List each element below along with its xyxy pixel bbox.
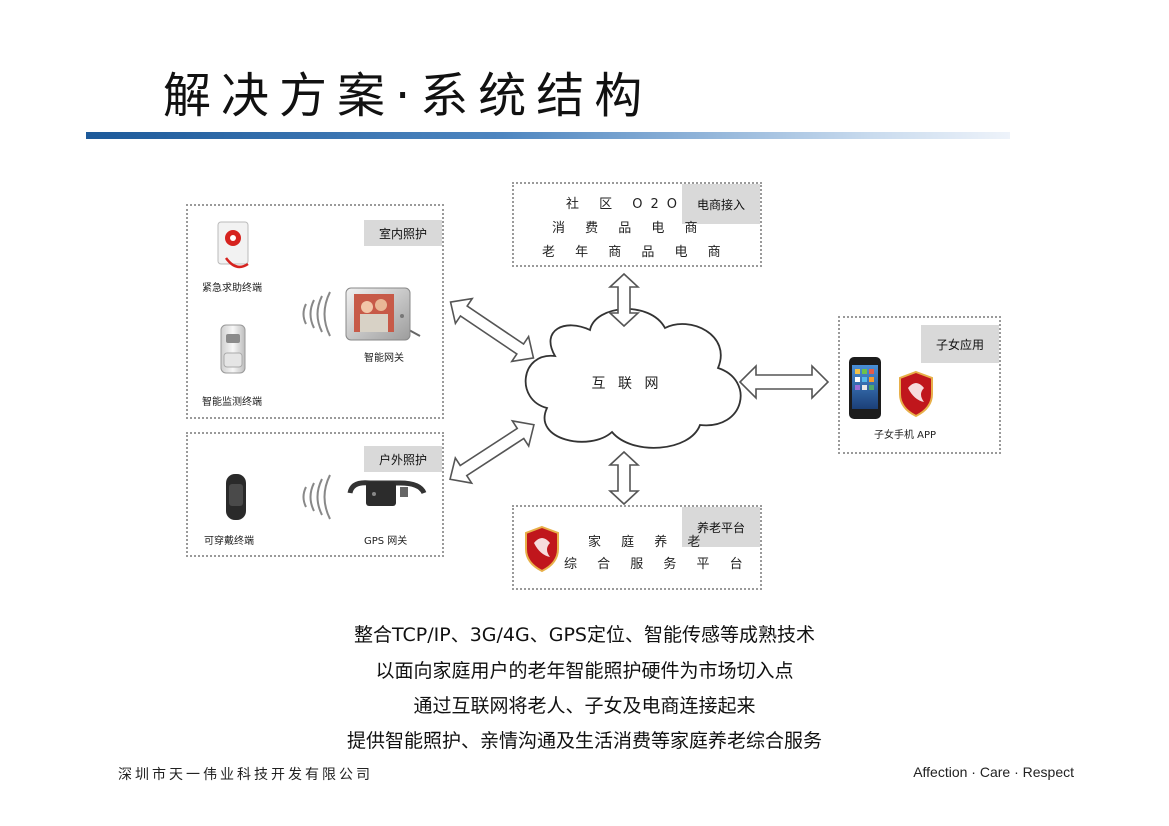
ecommerce-tag: 电商接入 xyxy=(682,184,760,224)
title-underline xyxy=(86,132,1010,139)
summary-line-3: 通过互联网将老人、子女及电商连接起来 xyxy=(413,695,756,717)
arrow-cloud-children xyxy=(738,364,830,400)
page-title: 解决方案·系统结构 xyxy=(163,68,653,124)
internet-label: 互 联 网 xyxy=(592,376,663,392)
platform-box: 养老平台 家 庭 养 老 综 合 服 务 平 台 xyxy=(512,505,762,590)
ecommerce-line-2: 消 费 品 电 商 xyxy=(552,221,706,236)
emergency-terminal-label: 紧急求助终端 xyxy=(202,283,262,294)
outdoor-care-tag: 户外照护 xyxy=(364,446,442,472)
summary-line-2: 以面向家庭用户的老年智能照护硬件为市场切入点 xyxy=(375,660,794,682)
children-app-label: 子女手机 APP xyxy=(874,430,937,441)
wearable-terminal-label: 可穿戴终端 xyxy=(204,536,254,547)
monitor-terminal-label: 智能监测终端 xyxy=(202,397,262,408)
arrow-ecommerce-cloud xyxy=(607,272,641,328)
ecommerce-line-3: 老 年 商 品 电 商 xyxy=(542,245,729,260)
children-app-box: 子女应用 子女手机 APP xyxy=(838,316,1001,454)
platform-line-2: 综 合 服 务 平 台 xyxy=(564,557,751,572)
ecommerce-line-1: 社 区 O2O xyxy=(566,197,686,212)
platform-line-1: 家 庭 养 老 xyxy=(588,535,709,550)
summary-line-4: 提供智能照护、亲情沟通及生活消费等家庭养老综合服务 xyxy=(346,730,822,752)
outdoor-care-box: 户外照护 可穿戴终端 GPS 网关 xyxy=(186,432,444,557)
company-name: 深圳市天一伟业科技开发有限公司 xyxy=(118,767,373,783)
gateway-label: 智能网关 xyxy=(364,353,404,364)
indoor-care-tag: 室内照护 xyxy=(364,220,442,246)
platform-tag: 养老平台 xyxy=(682,507,760,547)
summary-line-1: 整合TCP/IP、3G/4G、GPS定位、智能传感等成熟技术 xyxy=(354,624,815,646)
ecommerce-box: 电商接入 社 区 O2O 消 费 品 电 商 老 年 商 品 电 商 xyxy=(512,182,762,267)
arrow-outdoor-cloud xyxy=(449,419,535,485)
internet-cloud: 互 联 网 xyxy=(524,308,742,449)
arrow-indoor-cloud xyxy=(449,297,535,363)
children-app-tag: 子女应用 xyxy=(921,325,999,363)
arrow-platform-cloud xyxy=(607,450,641,506)
company-slogan: Affection · Care · Respect xyxy=(913,764,1074,780)
gps-gateway-label: GPS 网关 xyxy=(364,536,408,547)
indoor-care-box: 室内照护 紧急求助终端 智能监测终端 智能网关 xyxy=(186,204,444,419)
